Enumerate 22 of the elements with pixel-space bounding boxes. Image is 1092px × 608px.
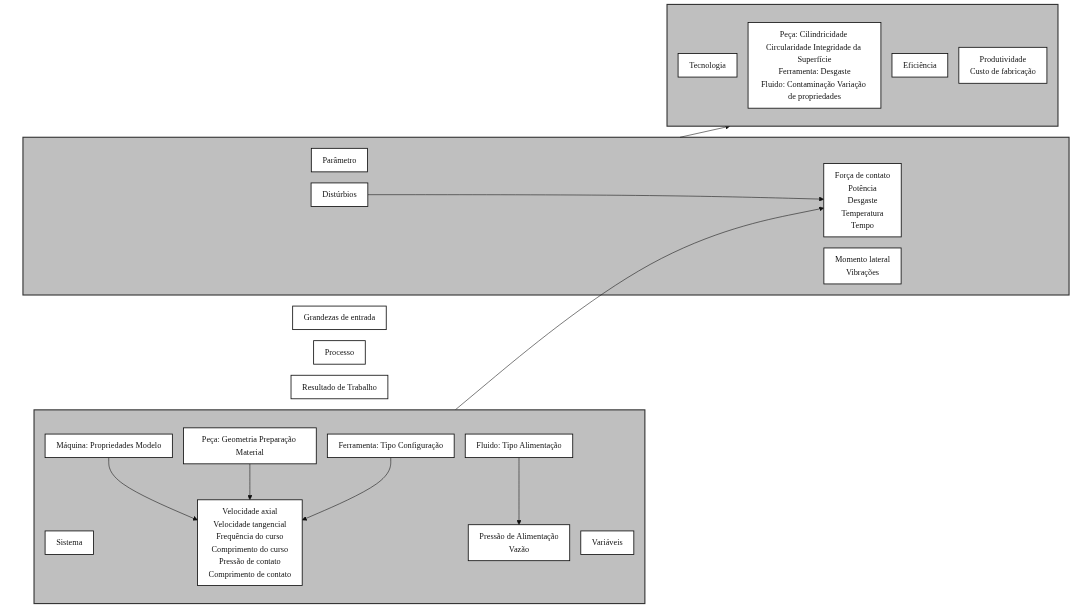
node-box: Eficiência [891,53,949,78]
node-box: Sistema [44,530,94,555]
node-box: Processo [313,340,366,365]
node-box: Velocidade axial Velocidade tangencial Frequência do curso Comprimento do curso Pressão de contato Comprimento de contato [197,499,303,586]
node-box: Produtividade Custo de fabricação [958,46,1048,84]
node-box: Máquina: Propriedades Modelo [44,433,173,458]
node-box: Variáveis [580,530,635,555]
node-box: Distúrbios [310,182,369,207]
node-box: Resultado de Trabalho [290,374,389,400]
cluster [22,136,1070,296]
node-box: Grandezas de entrada [292,305,387,330]
cluster [33,409,646,605]
cluster [666,3,1059,127]
node-box: Parâmetro [310,147,368,173]
node-box: Peça: Geometria Preparação Material [183,427,317,465]
node-box: Ferramenta: Tipo Configuração [326,433,455,458]
node-box: Pressão de Alimentação Vazão [467,524,571,562]
node-box: Fluido: Tipo Alimentação [464,433,574,458]
node-box: Peça: Cilindricidade Circularidade Integridade da Superfície Ferramenta: Desgaste Fluido: Contaminação Variação de propriedades [747,22,882,109]
node-box: Momento lateral Vibrações [823,247,902,285]
node-box: Força de contato Potência Desgaste Temperatura Tempo [823,163,902,238]
node-box: Tecnologia [677,53,738,78]
